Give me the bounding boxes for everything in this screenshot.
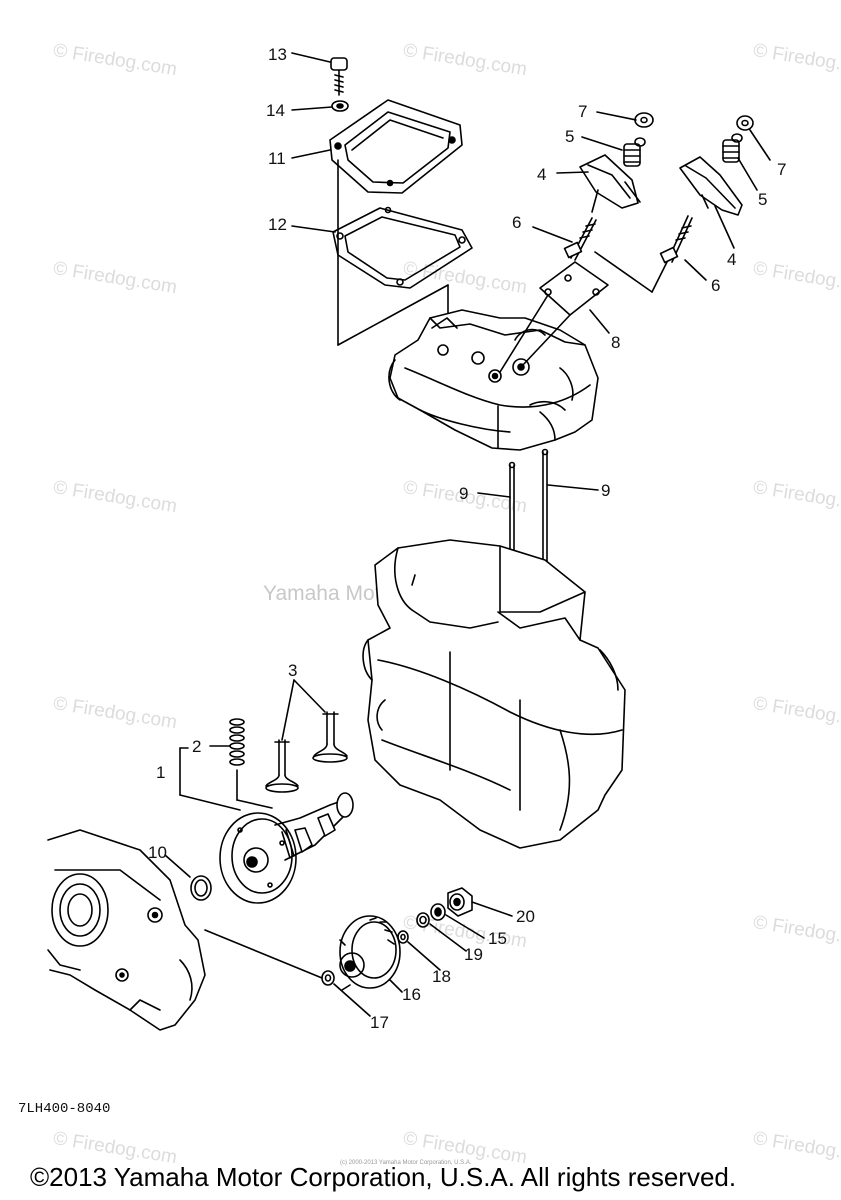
callout-6-right: 6 bbox=[711, 276, 721, 295]
callout-9-right: 9 bbox=[601, 481, 611, 500]
callout-6-left: 6 bbox=[512, 213, 522, 232]
callout-8: 8 bbox=[611, 333, 621, 352]
part-15-washer bbox=[430, 903, 446, 921]
callout-18: 18 bbox=[432, 967, 451, 986]
callout-2: 2 bbox=[192, 737, 202, 756]
callout-12: 12 bbox=[268, 215, 287, 234]
part-14-grommet bbox=[331, 100, 349, 112]
part-4-rocker-arm-left bbox=[579, 154, 641, 213]
part-1-camshaft bbox=[219, 792, 354, 904]
crankcase-block bbox=[362, 539, 626, 849]
callout-20: 20 bbox=[516, 907, 535, 926]
part-5-adjuster-left bbox=[623, 137, 646, 167]
callout-10: 10 bbox=[148, 843, 167, 862]
callout-14: 14 bbox=[266, 101, 285, 120]
part-3-valve-left bbox=[265, 739, 299, 793]
cylinder-head bbox=[388, 309, 599, 451]
part-10-o-ring bbox=[190, 875, 212, 901]
callout-15: 15 bbox=[488, 929, 507, 948]
callout-4-right: 4 bbox=[727, 250, 737, 269]
copyright-notice: ©2013 Yamaha Motor Corporation, U.S.A. A… bbox=[30, 1162, 737, 1192]
callout-19: 19 bbox=[464, 945, 483, 964]
part-12-gasket bbox=[332, 206, 473, 289]
callout-7-right: 7 bbox=[777, 160, 787, 179]
part-6-stud-left bbox=[563, 217, 597, 261]
callout-5-left: 5 bbox=[565, 127, 575, 146]
part-20-collar bbox=[447, 887, 473, 917]
callout-3: 3 bbox=[288, 661, 298, 680]
part-11-valve-cover bbox=[329, 99, 463, 194]
callout-7-left: 7 bbox=[578, 102, 588, 121]
part-2-valve-spring bbox=[229, 718, 245, 766]
part-19-circlip bbox=[416, 912, 430, 928]
part-4-rocker-arm-right bbox=[679, 156, 743, 216]
part-16-governor-gear bbox=[339, 915, 401, 991]
callout-9-left: 9 bbox=[459, 484, 469, 503]
callout-5-right: 5 bbox=[758, 190, 768, 209]
part-9-push-rod-right bbox=[541, 448, 549, 572]
part-3-valve-right bbox=[312, 711, 348, 763]
callout-11: 11 bbox=[268, 149, 286, 168]
part-8-rocker-bracket bbox=[499, 261, 609, 373]
crankcase-cover bbox=[47, 829, 206, 1031]
callout-16: 16 bbox=[402, 985, 421, 1004]
part-6-stud-right bbox=[659, 215, 693, 264]
part-7-nut-right bbox=[736, 115, 754, 131]
part-7-nut-left bbox=[634, 112, 654, 128]
part-17-washer bbox=[321, 970, 335, 986]
callout-17: 17 bbox=[370, 1013, 389, 1032]
tiny-notice: (c) 2000-2013 Yamaha Motor Corporation, … bbox=[340, 1160, 472, 1166]
callout-13: 13 bbox=[268, 45, 287, 64]
callout-4-left: 4 bbox=[537, 165, 547, 184]
part-13-bolt bbox=[330, 57, 348, 96]
callout-1: 1 bbox=[156, 763, 166, 782]
part-18-washer bbox=[397, 930, 409, 944]
diagram-code: 7LH400-8040 bbox=[18, 1101, 111, 1117]
part-5-adjuster-right bbox=[722, 133, 743, 163]
